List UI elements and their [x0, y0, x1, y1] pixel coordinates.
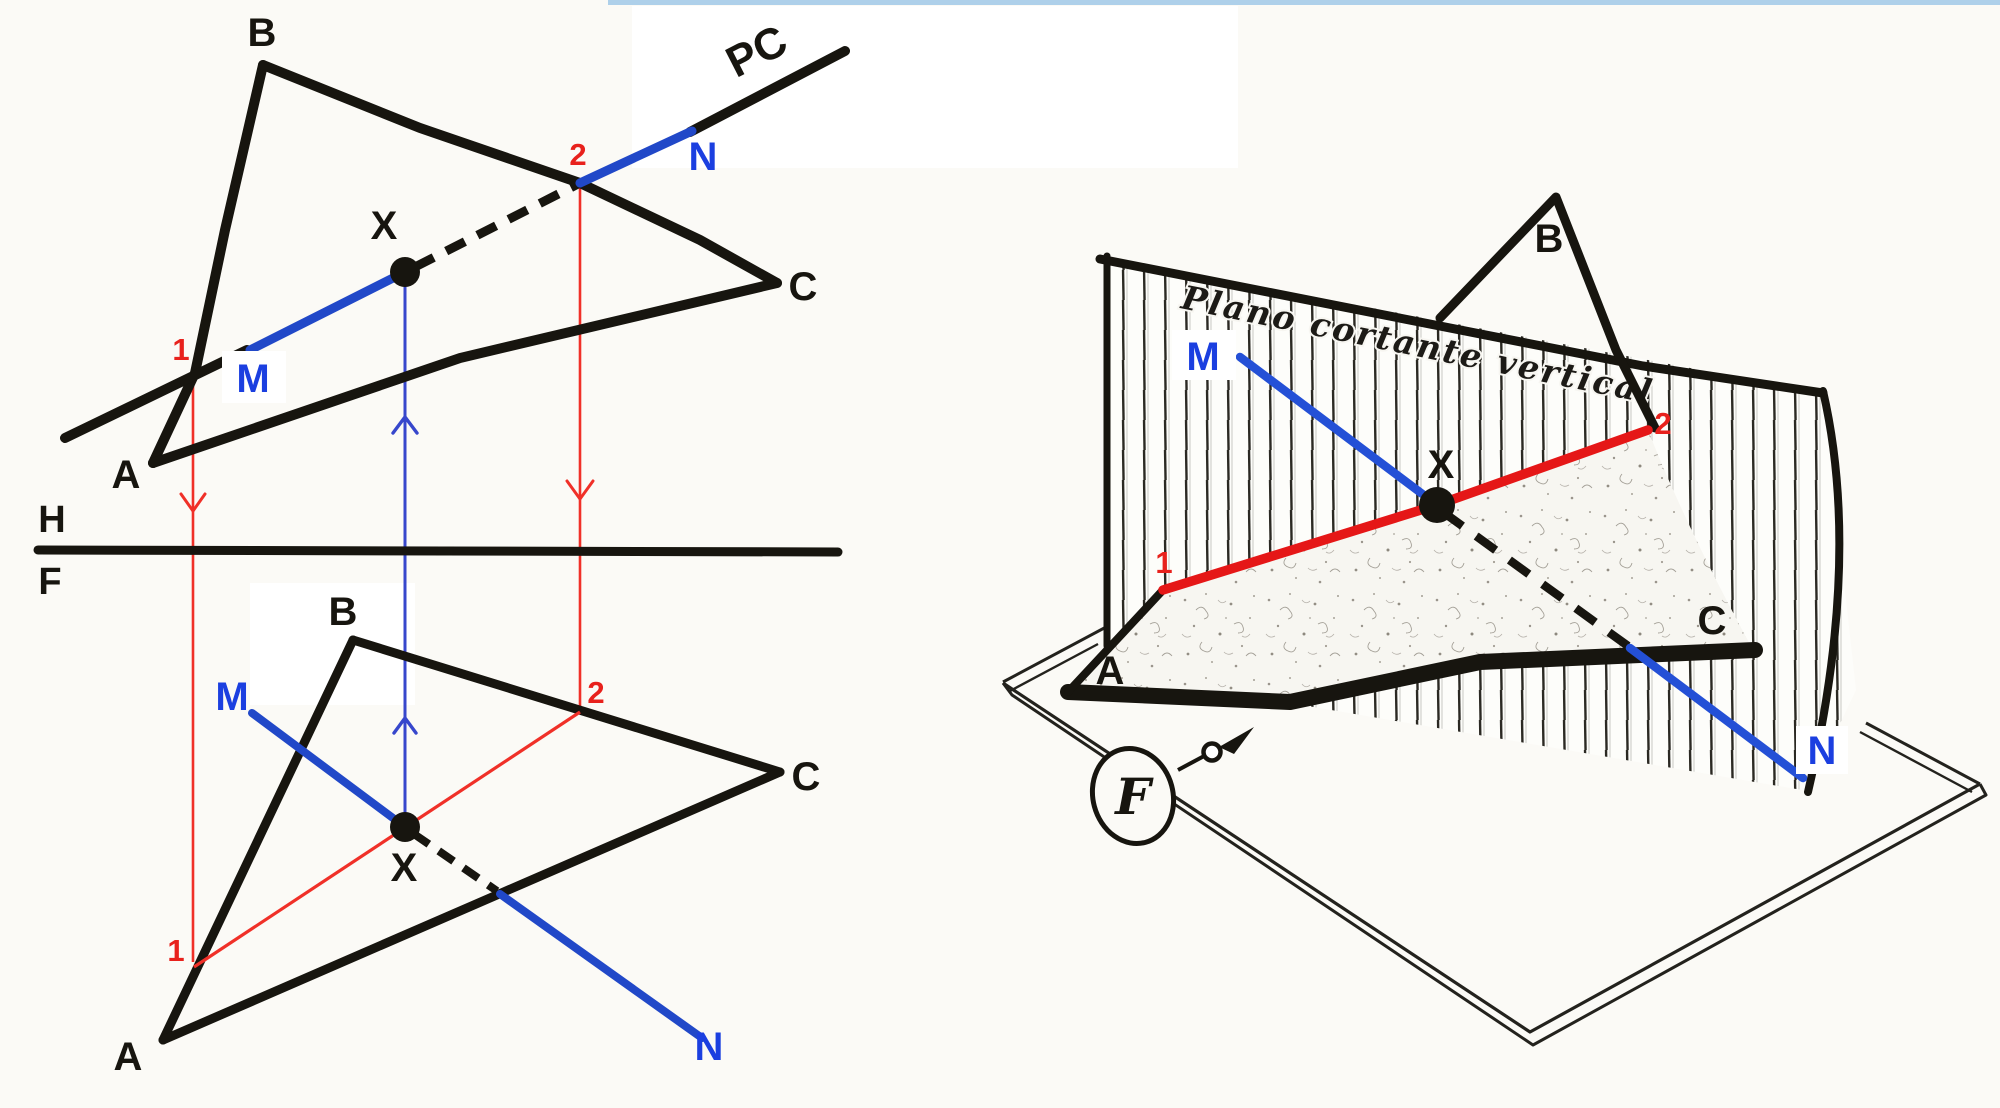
point-label-n: N [695, 1025, 724, 1069]
down-arrow-icon [179, 492, 207, 514]
cutting-plane-top-edge [1095, 254, 1828, 398]
ground-front-edge-thickness [1001, 682, 1988, 1047]
up-arrow-icon [392, 715, 418, 735]
pin-tip-icon [1219, 727, 1254, 754]
triangle-edge-a1 [1064, 586, 1167, 696]
point-label-m: M [236, 357, 269, 401]
point-label-2: 2 [569, 137, 586, 172]
folding-line: H F [33, 499, 843, 603]
point-label-2: 2 [587, 675, 604, 710]
triangle-visible-face [1068, 430, 1752, 702]
pin-shaft-icon [1177, 753, 1207, 772]
triangle-bottom-edge-ac [1060, 642, 1763, 710]
point-label-m: M [1186, 335, 1219, 379]
vertex-label-b: B [1535, 217, 1564, 261]
vertex-label-a: A [114, 1035, 143, 1079]
triangle-edge-bc [348, 635, 785, 777]
triangle-edge-ac [148, 278, 782, 468]
ground-front-edges [1002, 681, 1981, 1034]
triangle-apex-b-edges [1435, 192, 1660, 433]
h-label: H [38, 499, 65, 541]
vertex-label-a: A [1096, 649, 1125, 693]
point-label-x: X [1428, 443, 1455, 487]
cutting-plane-line [685, 46, 850, 137]
line-mn-hidden [411, 830, 500, 895]
frontal-direction-indicator: F [1089, 727, 1254, 847]
cutting-plane-line [60, 345, 252, 443]
point-x-dot [390, 257, 420, 287]
top-view: B PC N 2 X C M 1 A [60, 11, 850, 497]
line-mn-segment-2n [575, 126, 697, 188]
hf-line [33, 545, 843, 557]
vertex-label-a: A [112, 453, 141, 497]
ground-plane [1001, 624, 1988, 1047]
f-oval-icon [1089, 745, 1177, 847]
frontal-label: F [1113, 767, 1154, 826]
line-mn-segment-mx [1235, 352, 1442, 510]
pin-head-icon [1201, 741, 1223, 763]
front-view: B M 2 C X 1 N A [114, 590, 821, 1079]
point-label-1: 1 [167, 933, 184, 968]
top-edge-strip [608, 0, 2000, 5]
point-label-1: 1 [1155, 545, 1172, 580]
point-label-n: N [689, 135, 718, 179]
line-mn-segment-n [1625, 643, 1808, 783]
ground-back-right-edge [1865, 721, 1981, 786]
vertex-label-b: B [248, 11, 277, 55]
line-mn-hidden-x2 [412, 179, 581, 272]
line-mn-segment-mx [248, 709, 409, 831]
ground-back-left-edge-thickness [1009, 642, 1099, 693]
vertex-label-c: C [792, 755, 821, 799]
up-arrow-icon [391, 414, 419, 435]
ground-back-right-edge-thickness [1859, 730, 1973, 794]
vertex-label-c: C [789, 265, 818, 309]
line-mn-segment-n [496, 890, 706, 1042]
f-label: F [38, 561, 61, 603]
point-label-n: N [1808, 729, 1837, 773]
white-patch [632, 6, 1238, 168]
point-label-2: 2 [1654, 406, 1671, 441]
vertex-label-c: C [1698, 599, 1727, 643]
triangle-edge-ab [148, 60, 268, 468]
label-backdrop [1172, 330, 1236, 380]
point-x-dot [390, 812, 420, 842]
down-arrow-icon [565, 479, 595, 502]
point-x-dot [1419, 487, 1455, 523]
orthographic-views: B PC N 2 X C M 1 A H F B [33, 11, 850, 1079]
triangle-edge-ac [158, 767, 785, 1045]
vertex-label-b: B [329, 590, 358, 634]
intersection-line-12 [193, 710, 581, 969]
label-backdrop [222, 351, 286, 403]
line-mn-segment-mx [245, 267, 410, 355]
label-backdrop [1796, 726, 1848, 774]
point-label-m: M [215, 675, 248, 719]
triangle-edge-ba [158, 635, 358, 1045]
point-label-x: X [391, 846, 418, 890]
pictorial-view: Plano cortante vertical M B X 2 1 A C N … [1001, 192, 1988, 1047]
point-label-1: 1 [172, 332, 189, 367]
triangle-abc-3d [1060, 192, 1763, 710]
point-label-x: X [371, 204, 398, 248]
ground-back-left-edge [1002, 624, 1109, 684]
